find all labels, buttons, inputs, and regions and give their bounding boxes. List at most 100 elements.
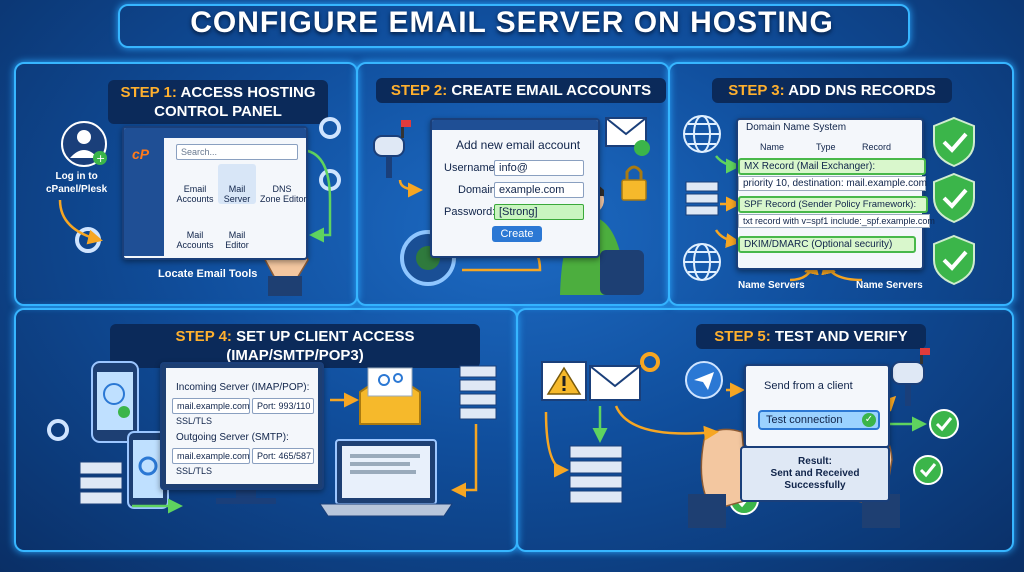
form-title: Add new email account — [456, 138, 581, 152]
step3-label: STEP 3: ADD DNS RECORDS — [712, 78, 952, 103]
dns-col-record: Record — [862, 142, 892, 152]
open-envelope-icon — [359, 367, 421, 425]
step1-label: STEP 1: ACCESS HOSTING CONTROL PANEL — [108, 80, 328, 124]
incoming-port-field[interactable]: Port: 993/110 — [252, 398, 314, 414]
create-button[interactable]: Create — [492, 226, 542, 242]
cpanel-sidebar — [124, 138, 164, 256]
tool-mail-server-line1: Mail — [228, 184, 246, 194]
tool-email-accounts-line2: Accounts — [176, 194, 214, 204]
result-card: Result: Sent and Received Successfully — [740, 446, 890, 502]
mailbox-icon — [373, 120, 411, 178]
step3-title: ADD DNS RECORDS — [788, 82, 936, 99]
login-text: Log in to cPanel/Plesk — [46, 170, 107, 196]
send-icon — [685, 361, 723, 399]
spf-record-value: txt record with v=spf1 include:_spf.exam… — [738, 214, 935, 228]
shield-check-icon — [933, 116, 975, 286]
laptop-icon — [319, 439, 453, 517]
step5-label: STEP 5: TEST AND VERIFY — [696, 324, 926, 349]
tool-email-accounts[interactable]: Email Accounts — [176, 164, 214, 204]
incoming-host-field[interactable]: mail.example.com — [172, 398, 250, 414]
step2-title: CREATE EMAIL ACCOUNTS — [451, 82, 652, 99]
username-label: Username: — [444, 162, 498, 174]
step5-number: STEP 5: — [714, 328, 771, 345]
page-title: CONFIGURE EMAIL SERVER ON HOSTING — [190, 6, 834, 39]
form-titlebar — [432, 120, 598, 130]
outgoing-port-field[interactable]: Port: 465/587 — [252, 448, 314, 464]
add-account-form: Add new email account Username: info@ Do… — [430, 118, 600, 258]
name-servers-left: Name Servers — [738, 280, 805, 291]
domain-field[interactable]: example.com — [494, 182, 584, 198]
step1-title-line2: CONTROL PANEL — [154, 103, 282, 120]
server-settings-panel: Incoming Server (IMAP/POP): mail.example… — [160, 362, 324, 490]
mx-record-value: priority 10, destination: mail.example.c… — [738, 176, 927, 191]
tool-dns-line1: DNS — [272, 184, 292, 194]
tool-mail-editor[interactable]: Mail Editor — [218, 212, 256, 250]
arrow-login — [58, 199, 103, 245]
tool-mail-editor-line1: Mail — [228, 230, 246, 240]
locate-email-tools-caption: Locate Email Tools — [158, 268, 258, 280]
user-icon: + — [61, 121, 107, 167]
gear-icon-small — [47, 419, 69, 441]
step5-frame — [516, 308, 1014, 552]
phone-icon — [91, 361, 139, 443]
step2-number: STEP 2: — [390, 82, 448, 99]
result-line3: Successfully — [784, 480, 846, 491]
cpanel-window: cP Search... Email Accounts Mail Server … — [122, 126, 308, 260]
send-test-window: Send from a client Test connection ✓ — [744, 364, 890, 448]
step1-number: STEP 1: — [120, 84, 177, 101]
cpanel-search-input[interactable]: Search... — [176, 144, 298, 160]
password-field[interactable]: [Strong] — [494, 204, 584, 220]
tool-dns-line2: Zone Editor — [260, 194, 307, 204]
test-connection-button[interactable]: Test connection ✓ — [758, 410, 880, 430]
arrow-step4-down — [451, 424, 478, 498]
mx-record-row[interactable]: MX Record (Mail Exchanger): — [738, 158, 926, 175]
step3-frame — [668, 62, 1014, 306]
envelope-icon-step5 — [589, 365, 641, 401]
tool-mail-accounts-line2: Accounts — [176, 240, 214, 250]
cpanel-titlebar — [124, 128, 306, 138]
arrow-dns-mx — [715, 155, 741, 174]
cpanel-logo: cP — [132, 146, 150, 162]
step4-label: STEP 4: SET UP CLIENT ACCESS (IMAP/SMTP/… — [110, 324, 480, 368]
server-stack-icon — [685, 181, 719, 216]
arrow-step5-a — [544, 411, 569, 478]
step2-label: STEP 2: CREATE EMAIL ACCOUNTS — [376, 78, 666, 103]
tool-mail-accounts[interactable]: Mail Accounts — [176, 212, 214, 250]
password-label: Password: — [444, 206, 496, 218]
dns-col-type: Type — [816, 142, 836, 152]
domain-label: Domain: — [458, 184, 499, 196]
tool-email-accounts-line1: Email — [183, 184, 207, 194]
tool-mail-server[interactable]: Mail Server — [218, 164, 256, 204]
outgoing-host-field[interactable]: mail.example.com — [172, 448, 250, 464]
incoming-ssl: SSL/TLS — [176, 416, 213, 426]
mailbox-icon-step5 — [891, 348, 930, 406]
incoming-label: Incoming Server (IMAP/POP): — [176, 382, 310, 393]
name-servers-right: Name Servers — [856, 280, 923, 291]
outgoing-label: Outgoing Server (SMTP): — [176, 432, 289, 443]
globe-icon — [683, 115, 721, 281]
warning-icon — [541, 361, 587, 401]
username-field[interactable]: info@ — [494, 160, 584, 176]
result-line2: Sent and Received — [770, 468, 860, 479]
spf-record-row[interactable]: SPF Record (Sender Policy Framework): — [738, 196, 928, 213]
envelope-icon — [605, 117, 650, 156]
outgoing-ssl: SSL/TLS — [176, 466, 213, 476]
dkim-dmarc-row[interactable]: DKIM/DMARC (Optional security) — [738, 236, 916, 253]
arrow-step2-left — [398, 179, 423, 198]
tool-mail-editor-line2: Editor — [225, 240, 249, 250]
step1-title-line1: ACCESS HOSTING — [180, 84, 316, 101]
step4-title: SET UP CLIENT ACCESS (IMAP/SMTP/POP3) — [226, 328, 415, 364]
login-line1: Log in to — [55, 171, 98, 182]
arrow-step5-c — [614, 405, 719, 441]
tablet-icon — [127, 431, 169, 509]
gear-icon-step5 — [640, 352, 660, 372]
check-icon: ✓ — [862, 413, 876, 427]
step4-number: STEP 4: — [175, 328, 232, 345]
lock-icon — [621, 165, 647, 201]
test-connection-label: Test connection — [766, 414, 843, 426]
send-from-client-label: Send from a client — [764, 380, 853, 392]
tool-dns-zone-editor[interactable]: DNS Zone Editor — [260, 164, 307, 204]
result-line1: Result: — [798, 456, 832, 467]
settings-screen — [166, 368, 318, 484]
